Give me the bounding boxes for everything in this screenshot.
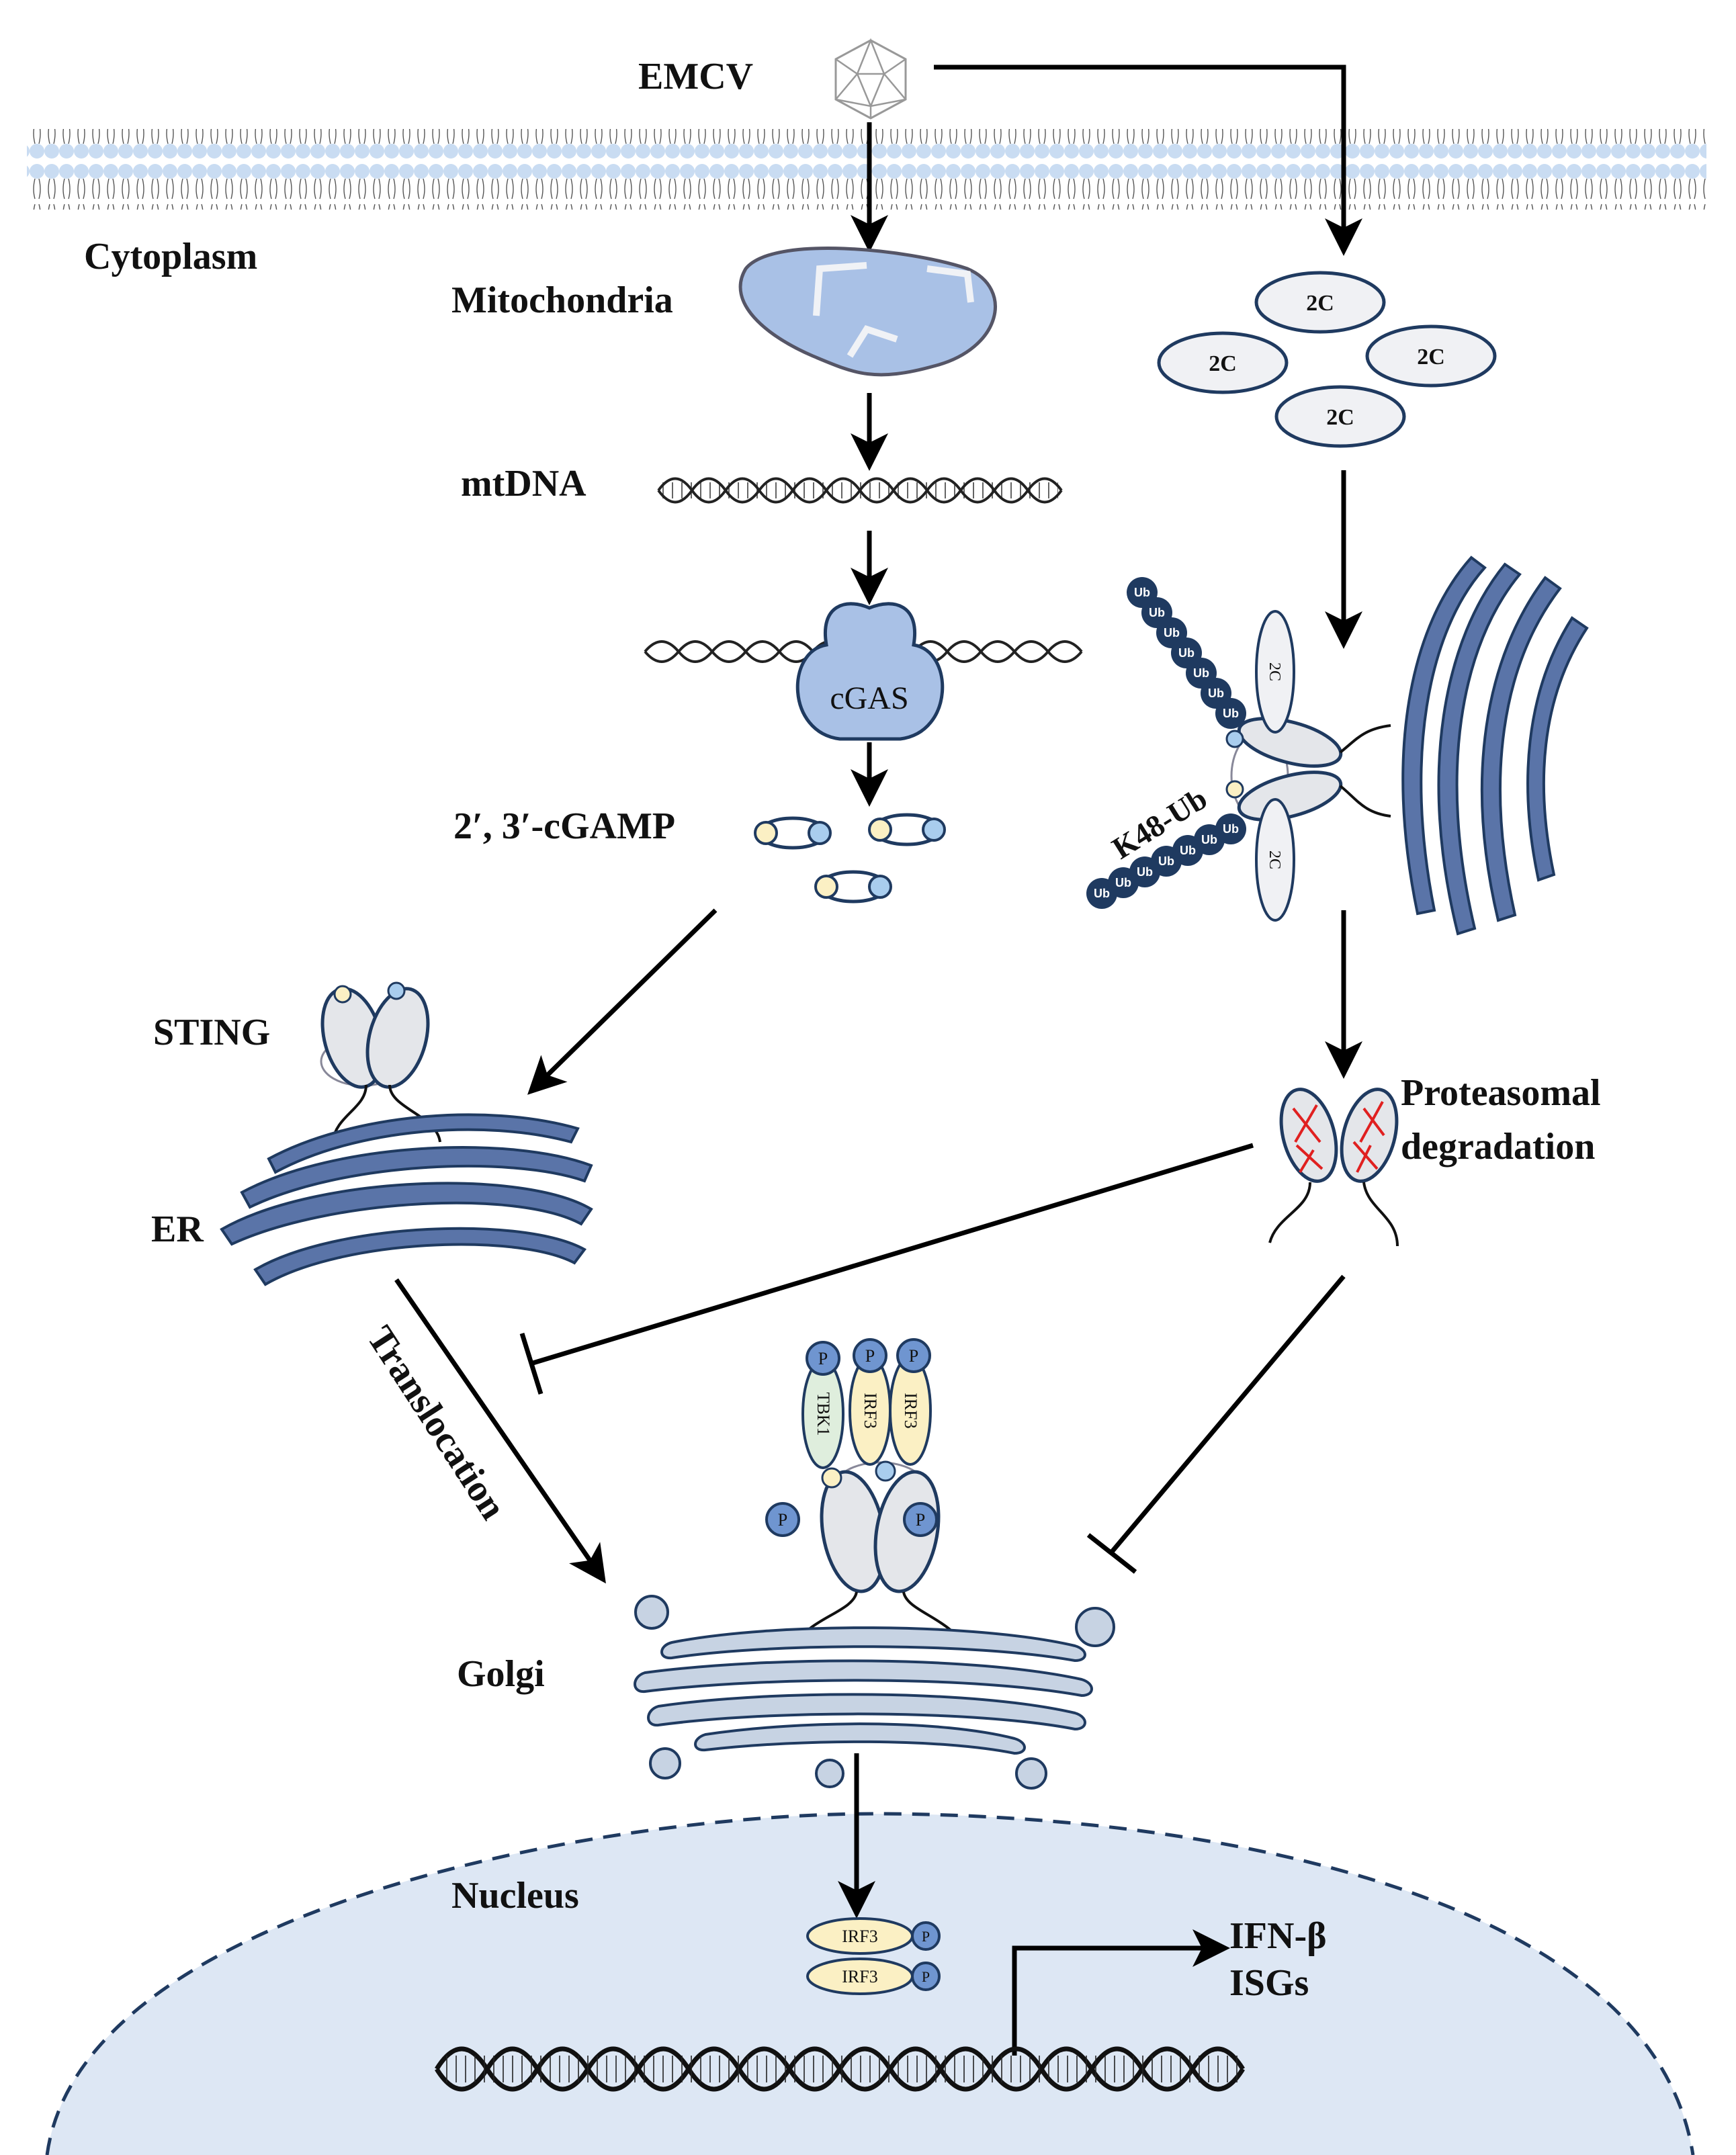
- cgas-label: cGAS: [830, 680, 908, 716]
- svg-text:Ub: Ub: [1201, 833, 1217, 846]
- svg-text:2C: 2C: [1209, 351, 1237, 376]
- svg-text:Ub: Ub: [1180, 844, 1196, 857]
- degradation-label: degradation: [1401, 1126, 1595, 1168]
- activated-sting-complex: P P TBK1 P IRF3 P IRF3 P: [765, 1338, 965, 1650]
- plasma-membrane: [27, 129, 1706, 210]
- dna-helix-icon: [435, 2046, 1245, 2092]
- svg-text:Ub: Ub: [1134, 586, 1150, 599]
- svg-text:2C: 2C: [1306, 291, 1334, 316]
- svg-text:P: P: [818, 1349, 828, 1368]
- svg-text:Ub: Ub: [1223, 707, 1239, 720]
- virus-icon: [834, 38, 907, 120]
- svg-text:P: P: [922, 1928, 930, 1945]
- svg-text:Ub: Ub: [1158, 854, 1174, 868]
- er-icon: [1401, 556, 1589, 936]
- two-c-proteins: 2C 2C 2C 2C: [1157, 271, 1497, 448]
- svg-text:IRF3: IRF3: [842, 1927, 877, 1946]
- svg-text:2C: 2C: [1326, 405, 1354, 430]
- inhibition-to-translocation: [519, 1143, 1254, 1395]
- mtdna-label: mtDNA: [461, 463, 587, 504]
- svg-text:IRF3: IRF3: [901, 1393, 920, 1428]
- sting-label: STING: [153, 1012, 270, 1053]
- emcv-label: EMCV: [638, 56, 753, 97]
- arrow-transcription: [1012, 1929, 1230, 2056]
- mitochondria-label: Mitochondria: [451, 279, 673, 321]
- svg-text:Ub: Ub: [1164, 626, 1180, 640]
- svg-text:IRF3: IRF3: [842, 1967, 877, 1986]
- svg-text:Ub: Ub: [1094, 887, 1110, 900]
- svg-text:2C: 2C: [1266, 662, 1283, 681]
- er-label: ER: [151, 1208, 204, 1250]
- inhibition-to-golgi: [1086, 1274, 1346, 1574]
- cgas-protein: cGAS: [795, 602, 945, 741]
- svg-text:P: P: [922, 1968, 930, 1985]
- proteasome-icon: [1268, 1088, 1399, 1247]
- arrow-virus-2c: [934, 64, 1362, 256]
- isgs-label: ISGs: [1229, 1962, 1309, 2004]
- svg-text:Ub: Ub: [1137, 865, 1153, 879]
- cgamp-molecules: [754, 813, 946, 904]
- irf3-dimer: IRF3 P IRF3 P: [806, 1917, 941, 1995]
- svg-text:P: P: [916, 1510, 925, 1530]
- svg-text:Ub: Ub: [1115, 876, 1131, 889]
- er-icon: [220, 1113, 593, 1286]
- svg-text:Ub: Ub: [1223, 822, 1239, 836]
- svg-text:P: P: [778, 1510, 787, 1530]
- arrow-cgamp-sting: [527, 908, 718, 1095]
- nucleus-label: Nucleus: [451, 1875, 579, 1917]
- svg-text:IRF3: IRF3: [861, 1393, 880, 1428]
- svg-text:Ub: Ub: [1193, 666, 1209, 680]
- arrow-translocation: [394, 1278, 606, 1584]
- svg-text:2C: 2C: [1417, 345, 1445, 369]
- dna-helix-icon: [657, 477, 1063, 504]
- golgi-vesicles: [634, 1595, 1115, 1790]
- svg-text:Ub: Ub: [1149, 606, 1165, 619]
- ub-chain-upper: Ub Ub Ub Ub Ub Ub Ub: [1127, 577, 1246, 729]
- golgi-icon: [634, 1626, 1093, 1755]
- translocation-label: Translocation: [359, 1319, 514, 1526]
- ubiquitinated-sting-complex: 2C 2C Ub Ub Ub Ub Ub Ub Ub Ub Ub Ub Ub U…: [1086, 577, 1391, 922]
- svg-text:Ub: Ub: [1208, 687, 1224, 700]
- svg-text:P: P: [865, 1346, 875, 1366]
- svg-text:2C: 2C: [1266, 850, 1283, 869]
- sting-dimer: [320, 981, 441, 1143]
- svg-text:TBK1: TBK1: [814, 1393, 833, 1436]
- cytoplasm-label: Cytoplasm: [84, 236, 257, 277]
- cgamp-label: 2′, 3′-cGAMP: [453, 805, 675, 847]
- ifn-beta-label: IFN-β: [1229, 1915, 1327, 1957]
- golgi-label: Golgi: [457, 1653, 545, 1695]
- svg-text:P: P: [909, 1346, 918, 1366]
- proteasomal-label: Proteasomal: [1401, 1072, 1601, 1114]
- ub-chain-lower: Ub Ub Ub Ub Ub Ub Ub: [1086, 813, 1246, 909]
- mitochondrion-icon: [738, 247, 997, 377]
- svg-text:Ub: Ub: [1178, 646, 1195, 660]
